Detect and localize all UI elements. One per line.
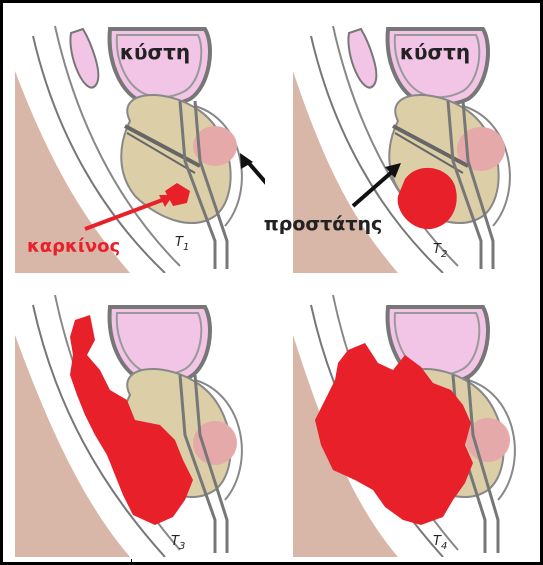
panel-t1: κύστη καρκίνος T1 (15, 11, 265, 273)
divider-tick (131, 559, 132, 565)
bladder-label: κύστη (400, 40, 470, 64)
rectum-tissue (293, 71, 398, 273)
panel-t3: T3 (15, 295, 275, 557)
stage-t1-label: T1 (175, 235, 189, 253)
prostate-label: προστάτης (264, 213, 383, 235)
stage-t2-label: T2 (433, 242, 447, 260)
panel-t4: T4 (293, 295, 533, 557)
stage-t3-label: T3 (171, 534, 185, 552)
bladder-label: κύστη (120, 40, 190, 64)
prostate-label-layer: προστάτης (243, 208, 403, 238)
seminal-vesicle (70, 29, 98, 88)
prostate-arrow-right (353, 171, 393, 206)
cancer-arrow (85, 199, 165, 229)
prostate-arrow-left (247, 161, 265, 199)
cancer-label: καρκίνος (27, 236, 120, 257)
seminal-vesicle (348, 29, 376, 88)
